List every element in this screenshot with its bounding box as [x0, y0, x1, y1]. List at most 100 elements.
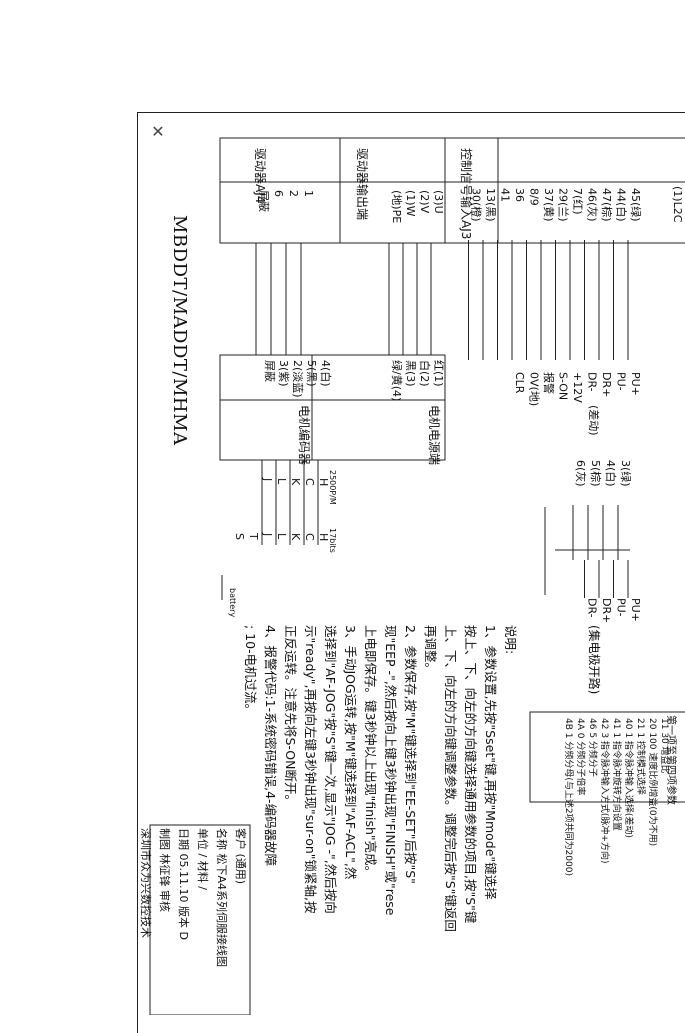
param-row: 42 3 指令脉冲输入方式(脉冲+方向) — [599, 718, 609, 864]
motor-power-pin: 黑(3) — [404, 360, 417, 387]
signal-label: PU+ — [629, 372, 642, 396]
param-row: 41 1 指令脉冲旋转方向设置 — [611, 718, 621, 831]
param-row: 11 30 增益比 — [659, 718, 669, 774]
battery-label: battery — [228, 588, 237, 617]
motor-power-pin: 红(1) — [432, 360, 445, 387]
diff-pin: 3(绿) — [619, 460, 633, 487]
signal-label: PU- — [615, 372, 628, 391]
control-pin: 8/9 — [528, 188, 541, 206]
signal-label: DR- — [586, 372, 599, 392]
signal-label: 报警 — [542, 372, 556, 394]
motor-power-pin: 白(2) — [418, 360, 432, 387]
control-pin: 30(橙) — [470, 188, 484, 222]
drive-pin: (地)PE — [390, 190, 403, 223]
motor-enc-pin: 3(紫) — [277, 360, 290, 387]
control-pin: 46(灰) — [586, 188, 600, 222]
client-row: 客户 (通用) — [234, 828, 247, 885]
param-row: 46 5 分频分子 — [587, 718, 597, 777]
signal-label: CLR — [513, 372, 526, 394]
control-pin: 45(绿) — [629, 188, 643, 222]
control-pin: 47(棕) — [600, 188, 614, 222]
motor-power-pin: 绿/黄(4) — [390, 360, 404, 401]
control-pin: 13(黑) — [484, 188, 497, 222]
encoder-spec: 2500P/M — [328, 470, 337, 505]
diff-pin: 5(棕) — [589, 460, 603, 487]
collector-pin: PU- — [615, 598, 628, 617]
drive-enc-pin: 屏蔽 — [257, 190, 270, 212]
note-line: 3、手动JOG运转,按"M"键选择到"AF-ACL",然 — [343, 625, 358, 880]
note-line: 2、参数保存,按"M"键选择到"EE-SET"后按"S" — [403, 625, 418, 884]
control-pin: 36 — [513, 188, 526, 202]
drawing-sheet — [137, 112, 685, 1033]
title-block: 客户 (通用) 名称 松下A4系列伺服接线图 单位 / 材料 / 日期 05.1… — [136, 828, 250, 967]
input-block-pin: (1)L2C — [671, 186, 684, 223]
enc-letter2: T — [247, 532, 260, 540]
name-row: 名称 松下A4系列伺服接线图 — [215, 828, 228, 968]
signal-label: 0V(地) — [528, 372, 541, 406]
unit-row: 单位 / 材料 / — [196, 828, 209, 890]
note-line: 选择到"AF-JOG"按"S"键一次,显示"JOG -",然后按向 — [323, 625, 338, 914]
enc-letter2: J — [261, 532, 274, 536]
drive-block-label: 驱动器输出端 — [355, 148, 370, 220]
param-row: 21 1 控制模式选择 — [635, 718, 645, 795]
drive-enc-pin: 1 — [302, 190, 315, 197]
drive-enc-pin: 2 — [287, 190, 300, 197]
motor-enc-pin: 4(白) — [319, 360, 333, 387]
enc-letter: L — [275, 478, 288, 485]
control-pin: 7(红) — [571, 188, 584, 215]
drive-enc-block-label: 驱动器AJ4 — [253, 148, 267, 203]
note-line: 正反运转。注意先将S-ON断开。 — [283, 625, 298, 807]
note-line: 4、报警代码:1-系统密码错误,4-编码器故障 — [263, 625, 278, 867]
signal-label: S-ON — [557, 372, 570, 400]
collector-pin: DR- — [586, 598, 599, 618]
signal-label: +12V — [571, 372, 584, 403]
collector-pin: PU+ — [629, 598, 642, 622]
encoder-spec: 17bits — [328, 528, 337, 553]
param-row: 4A 0 分频分子倍率 — [575, 718, 585, 796]
note-line: 上电即保存。键3秒钟以上出现"finish"亮成。 — [363, 625, 378, 879]
motor-enc-pin: 5(黑) — [305, 360, 318, 387]
control-pin: 41 — [499, 188, 512, 202]
drive-pin: (2)V — [418, 190, 431, 214]
control-block-label: 控制信号输入AJ3 — [459, 148, 474, 239]
company-row: 深圳市众为兴数控技术 — [139, 828, 152, 938]
control-pin: 37(黄) — [542, 188, 556, 222]
note-line: 按上、下、向左的方向键选择通用参数的项目,按"S"键 — [463, 625, 478, 924]
control-block-frame — [219, 137, 685, 244]
close-icon[interactable]: ✕ — [151, 122, 165, 141]
diff-pin: 4(白) — [604, 460, 618, 487]
param-table-frame — [529, 711, 685, 803]
title-block-frame — [149, 824, 251, 1015]
diff-pin: 6(灰) — [574, 460, 588, 487]
wires — [221, 240, 629, 600]
param-row: 40 1 指令脉冲输入选择(差动) — [623, 718, 633, 838]
enc-letter: C — [303, 478, 316, 486]
param-row: 4B 1 分频分母(与上述2项共同为2000) — [563, 718, 573, 877]
enc-letter2: C — [303, 533, 316, 541]
note-line: 现"EEP -",然后按向上键3秒钟出现"FINISH"或"rese — [383, 625, 398, 916]
enc-letter: H — [317, 478, 330, 486]
signal-label: DR+ — [600, 372, 613, 397]
control-pin: 44(白) — [615, 188, 629, 222]
enc-letter: J — [261, 477, 274, 481]
motor-encoder-label: 电机编码器 — [297, 405, 312, 465]
drive-enc-pin: 6 — [272, 190, 285, 197]
notes-lines: 1、参数设置,先按"Sset"键,再按"Mmode"键选择按上、下、向左的方向键… — [240, 625, 500, 932]
drive-pin: (3)U — [432, 190, 445, 214]
note-line: 再调整。 — [423, 625, 438, 676]
notes-heading: 说明: — [503, 625, 518, 655]
motor-enc-pin: 屏蔽 — [263, 360, 276, 382]
note-line: 上、下、向左的方向键调整参数。调整完后按"S"键返回 — [443, 625, 458, 932]
enc-letter2: L — [275, 533, 288, 540]
notes-block: 说明: 1、参数设置,先按"Sset"键,再按"Mmode"键选择按上、下、向左… — [240, 625, 520, 932]
enc-letter: K — [289, 478, 302, 486]
motor-block-frame — [219, 354, 446, 461]
collector-pin: DR+ — [600, 598, 613, 623]
drive-pin: (1)W — [404, 190, 417, 217]
diff-note: (差动) — [587, 405, 601, 436]
motor-power-label: 电机电源端 — [427, 405, 441, 465]
motor-enc-pin: 2(淡蓝) — [291, 360, 304, 398]
